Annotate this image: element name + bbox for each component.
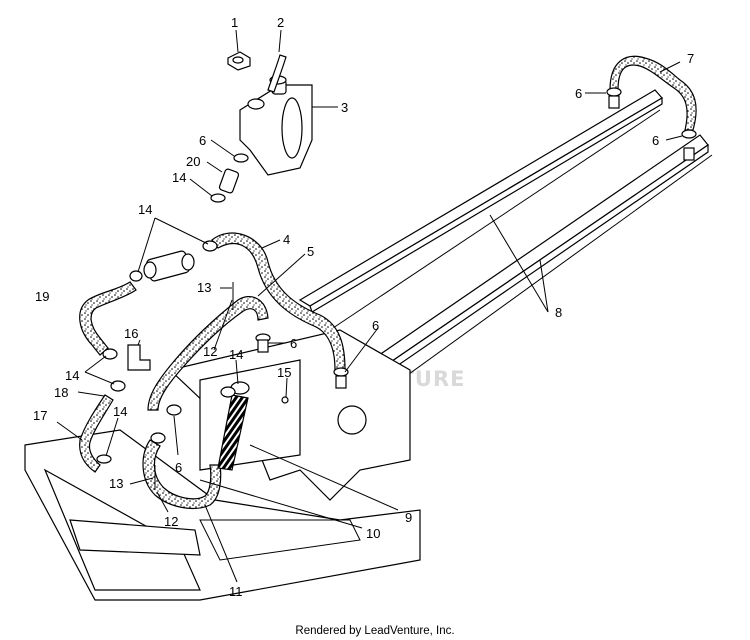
clamp-14f [96, 454, 112, 464]
lower-frame [24, 429, 421, 601]
callout-1: 1 [231, 15, 238, 30]
ribbed-hose [217, 394, 249, 471]
callout-5: 5 [307, 244, 314, 259]
leader-lines [56, 29, 683, 583]
fitting-6e [608, 95, 620, 109]
callout-7: 7 [687, 51, 694, 66]
clamp-14c [129, 270, 143, 282]
callout-14-b: 14 [172, 170, 186, 185]
clamp-14d [102, 348, 118, 360]
fitting-6b [335, 375, 347, 389]
callout-14-a: 14 [138, 202, 152, 217]
callout-6-c: 6 [652, 133, 659, 148]
callout-6-b: 6 [575, 86, 582, 101]
callout-14-d: 14 [65, 368, 79, 383]
callout-11: 11 [229, 584, 243, 599]
callout-16: 16 [124, 326, 138, 341]
callout-14-c: 14 [229, 347, 243, 362]
overflow-hose [267, 54, 287, 93]
callout-18: 18 [54, 385, 68, 400]
rail-assembly [298, 89, 713, 396]
fitting-6f [683, 147, 695, 161]
callout-17: 17 [33, 408, 47, 423]
hose-11 [142, 439, 222, 509]
callout-3: 3 [341, 100, 348, 115]
t-fitting [143, 250, 195, 282]
callout-4: 4 [283, 232, 290, 247]
clamp-14e [110, 380, 126, 392]
callout-10: 10 [366, 526, 380, 541]
footer-credit: Rendered by LeadVenture, Inc. [295, 625, 454, 637]
callout-6-e: 6 [290, 336, 297, 351]
hose-17 [79, 394, 114, 473]
callout-9: 9 [405, 510, 412, 525]
callout-20: 20 [186, 154, 200, 169]
callout-15: 15 [277, 365, 291, 380]
fitting-6c [257, 339, 269, 353]
clamp-6b [333, 367, 349, 377]
callout-2: 2 [277, 15, 284, 30]
clamp-6d [166, 404, 182, 416]
fitting-16 [127, 344, 151, 371]
callout-14-e: 14 [113, 404, 127, 419]
callout-12-b: 12 [164, 514, 178, 529]
callout-6-a: 6 [199, 133, 206, 148]
clamp-6f [681, 129, 697, 139]
clamp-14i [220, 386, 236, 398]
coolant-bottle [239, 75, 313, 176]
fitting-20 [218, 168, 240, 194]
clamp-6e [606, 87, 622, 97]
callout-12-a: 12 [203, 344, 217, 359]
callout-13-a: 13 [197, 280, 211, 295]
callout-13-b: 13 [109, 476, 123, 491]
clamp-14a [210, 193, 226, 203]
plug-15 [281, 396, 289, 404]
hose-5 [147, 296, 269, 411]
callout-19: 19 [35, 289, 49, 304]
hose-19 [79, 281, 137, 356]
callout-labels: 1 2 3 4 5 6 6 6 6 6 6 7 8 9 10 11 12 12 … [33, 15, 694, 599]
clamp-14g [150, 432, 166, 444]
callout-6-d: 6 [372, 318, 379, 333]
callout-8: 8 [555, 305, 562, 320]
clamp-6a [233, 153, 249, 163]
callout-6-f: 6 [175, 460, 182, 475]
cap-part [227, 51, 251, 71]
